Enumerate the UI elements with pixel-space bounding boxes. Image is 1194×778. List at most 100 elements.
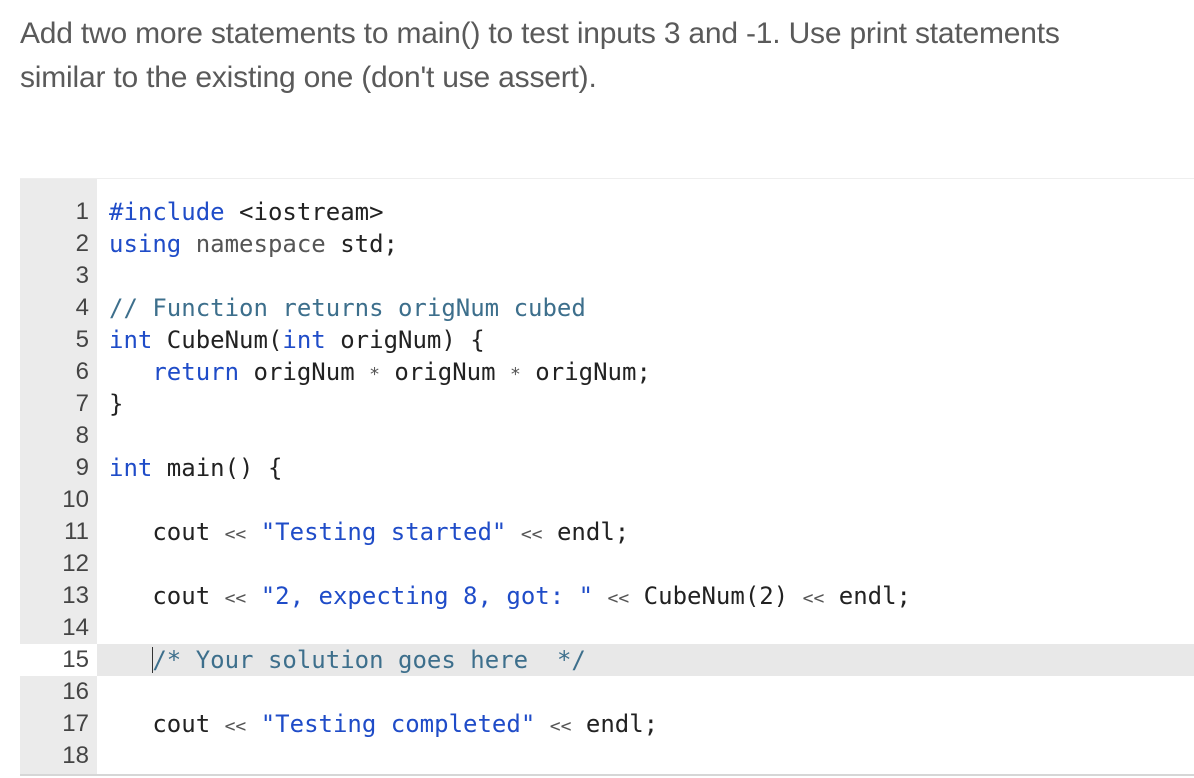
code-line[interactable]: 16 — [20, 676, 1194, 708]
code-token-plain: endl; — [571, 710, 659, 738]
code-token-plain: origNum) { — [325, 326, 485, 354]
line-number: 11 — [64, 518, 89, 545]
line-number-cell: 7 — [20, 388, 97, 420]
code-line[interactable]: 1 #include <iostream> — [20, 196, 1194, 228]
line-number: 3 — [75, 262, 89, 289]
line-number-cell: 4 — [20, 292, 97, 324]
code-token-plain: cout — [109, 518, 225, 546]
code-token-pp: #include — [109, 198, 225, 226]
code-token-op: << — [549, 716, 572, 737]
code-token-op: << — [520, 524, 543, 545]
code-line[interactable]: 12 — [20, 548, 1194, 580]
code-token-plain: origNum — [239, 358, 370, 386]
code-line[interactable]: 8 — [20, 420, 1194, 452]
line-number-cell: 12 — [20, 548, 97, 580]
line-number: 12 — [62, 550, 89, 577]
code-token-str: "2, expecting 8, got: " — [260, 582, 594, 610]
instructions-line-2: similar to the existing one (don't use a… — [20, 61, 597, 94]
code-text[interactable]: cout << "Testing started" << endl; — [97, 516, 1194, 548]
line-number-cell: 13 — [20, 580, 97, 612]
line-number: 4 — [75, 294, 89, 321]
code-token-plain: endl; — [824, 582, 911, 610]
code-text[interactable]: return origNum * origNum * origNum; — [97, 356, 1194, 388]
code-text[interactable] — [97, 548, 1194, 580]
code-text[interactable] — [97, 484, 1194, 516]
code-text[interactable] — [97, 676, 1194, 708]
code-token-plain: origNum — [379, 358, 510, 386]
code-token-plain: endl; — [542, 518, 630, 546]
code-text[interactable]: #include <iostream> — [97, 196, 1194, 228]
line-number: 17 — [62, 710, 89, 737]
code-text[interactable]: cout << "2, expecting 8, got: " << CubeN… — [97, 580, 1194, 612]
code-token-kw: int — [109, 454, 153, 482]
line-number: 14 — [62, 614, 89, 641]
code-line[interactable]: 6 return origNum * origNum * origNum; — [20, 356, 1194, 388]
code-token-op: << — [224, 588, 247, 609]
line-number: 10 — [62, 486, 89, 513]
code-token-plain: origNum; — [520, 358, 651, 386]
code-text[interactable]: using namespace std; — [97, 228, 1194, 260]
line-number: 8 — [75, 422, 89, 449]
code-token-op: << — [607, 588, 630, 609]
code-line[interactable]: 7} — [20, 388, 1194, 420]
code-text[interactable]: } — [97, 388, 1194, 420]
code-token-op: << — [224, 716, 247, 737]
line-number-gutter — [20, 179, 97, 776]
code-token-plain — [181, 230, 195, 258]
text-cursor — [152, 647, 154, 673]
code-line[interactable]: 17 cout << "Testing completed" << endl; — [20, 708, 1194, 740]
code-token-op: * — [510, 364, 521, 385]
code-token-cmt: /* Your solution goes here */ — [152, 646, 586, 674]
code-token-plain — [109, 646, 152, 674]
code-text[interactable]: int main() { — [97, 452, 1194, 484]
code-token-op: << — [802, 588, 825, 609]
code-text[interactable]: cout << "Testing completed" << endl; — [97, 708, 1194, 740]
line-number-cell: 6 — [20, 356, 97, 388]
code-token-op: << — [224, 524, 247, 545]
code-token-kw: using — [109, 230, 182, 258]
code-text[interactable]: /* Your solution goes here */ — [97, 644, 1194, 676]
line-number-cell: 10 — [20, 484, 97, 516]
code-token-plain — [535, 710, 549, 738]
line-number-cell: 18 — [20, 740, 97, 772]
code-token-plain — [506, 518, 520, 546]
line-number-cell: 17 — [20, 708, 97, 740]
code-token-plain: <iostream> — [224, 198, 384, 226]
code-token-kw: return — [152, 358, 240, 386]
code-line[interactable]: 13 cout << "2, expecting 8, got: " << Cu… — [20, 580, 1194, 612]
code-token-ns: namespace — [195, 230, 326, 258]
instructions-line-1: Add two more statements to main() to tes… — [20, 17, 1060, 50]
code-line[interactable]: 4 // Function returns origNum cubed — [20, 292, 1194, 324]
code-line[interactable]: 3 — [20, 260, 1194, 292]
code-text[interactable]: int CubeNum(int origNum) { — [97, 324, 1194, 356]
code-token-plain: cout — [109, 582, 225, 610]
line-number-cell: 11 — [20, 516, 97, 548]
code-token-plain — [246, 710, 260, 738]
code-text[interactable] — [97, 420, 1194, 452]
code-line[interactable]: 18 — [20, 740, 1194, 772]
code-token-plain: std; — [325, 230, 398, 258]
code-token-plain — [246, 582, 260, 610]
code-line[interactable]: 11 cout << "Testing started" << endl; — [20, 516, 1194, 548]
code-token-plain: cout — [109, 710, 225, 738]
code-token-str: "Testing completed" — [260, 710, 536, 738]
line-number: 1 — [75, 198, 89, 225]
line-number-cell: 3 — [20, 260, 97, 292]
code-token-cmt: // Function returns origNum cubed — [109, 294, 586, 322]
code-line[interactable]: 10 — [20, 484, 1194, 516]
line-number: 18 — [62, 742, 89, 769]
code-line[interactable]: 15 /* Your solution goes here */ — [20, 644, 1194, 676]
line-number-cell: 1 — [20, 196, 97, 228]
line-number-cell: 8 — [20, 420, 97, 452]
code-text[interactable] — [97, 740, 1194, 772]
code-line[interactable]: 14 — [20, 612, 1194, 644]
code-text[interactable] — [97, 260, 1194, 292]
line-number-cell: 15 — [20, 644, 97, 676]
code-text[interactable] — [97, 612, 1194, 644]
editor-bottom-border — [20, 774, 1194, 776]
code-text[interactable]: // Function returns origNum cubed — [97, 292, 1194, 324]
